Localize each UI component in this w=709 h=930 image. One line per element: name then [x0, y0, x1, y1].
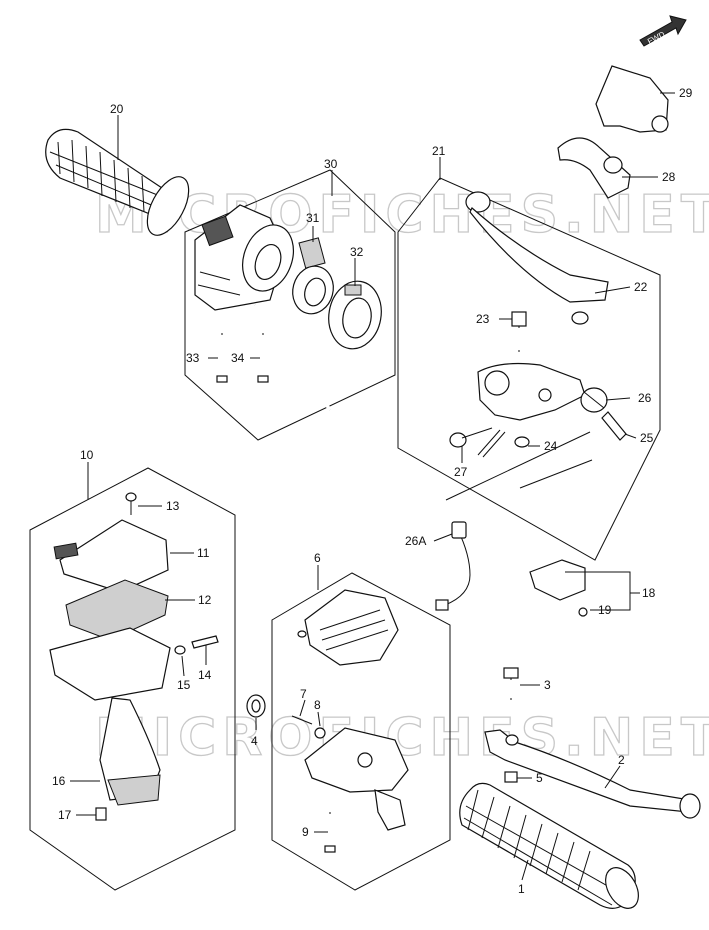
collar-32 [328, 280, 382, 350]
label-27: 27 [454, 465, 468, 479]
label-13: 13 [166, 499, 180, 513]
label-4: 4 [251, 734, 258, 748]
clamp-28 [557, 137, 631, 199]
label-10: 10 [80, 448, 94, 462]
screw-9 [324, 812, 336, 853]
part-labels: 20 30 31 32 33 34 21 29 28 22 23 26 24 2… [52, 86, 693, 896]
label-19: 19 [598, 603, 612, 617]
housing-6 [304, 727, 409, 831]
label-11: 11 [197, 546, 210, 560]
screw-27 [449, 427, 493, 448]
box-6-outline [271, 572, 451, 891]
box-10-outline [29, 467, 236, 891]
lever-22 [465, 191, 609, 325]
label-23: 23 [476, 312, 490, 326]
cable-26a [435, 431, 593, 611]
label-33: 33 [186, 351, 200, 365]
nut-5 [504, 771, 518, 783]
screw-7 [291, 715, 313, 725]
grip-1 [459, 782, 639, 909]
cover-29 [595, 65, 669, 133]
cover-6 [297, 589, 399, 666]
label-3: 3 [544, 678, 551, 692]
gasket-12 [65, 579, 169, 641]
label-16: 16 [52, 774, 66, 788]
label-12: 12 [198, 593, 212, 607]
label-28: 28 [662, 170, 676, 184]
label-26: 26 [638, 391, 652, 405]
washer-8 [314, 727, 326, 739]
grip-20 [45, 128, 190, 236]
label-14: 14 [198, 668, 212, 682]
nut-17 [95, 807, 107, 821]
screw-13 [125, 492, 137, 515]
switch-18 [529, 559, 588, 617]
label-18: 18 [642, 586, 656, 600]
label-2: 2 [618, 753, 625, 767]
label-7: 7 [300, 687, 307, 701]
bolt-14 [191, 635, 219, 649]
label-9: 9 [302, 825, 309, 839]
label-22: 22 [634, 280, 648, 294]
label-34: 34 [231, 351, 245, 365]
box-30-outline [184, 169, 396, 441]
screw-33 [216, 333, 228, 383]
bolt-23 [511, 311, 527, 352]
switch-housing-30 [194, 204, 332, 411]
label-8: 8 [314, 698, 321, 712]
switch-26 [580, 387, 608, 413]
label-17: 17 [58, 808, 72, 822]
label-15: 15 [177, 678, 191, 692]
fwd-arrow-icon: FWD [639, 15, 687, 47]
housing-base [49, 627, 171, 806]
bolt-3 [503, 667, 519, 700]
ring-4 [246, 694, 266, 718]
label-30: 30 [324, 157, 338, 171]
label-31: 31 [306, 211, 320, 225]
label-6: 6 [314, 551, 321, 565]
collar-31 [292, 237, 334, 315]
lever-holder [477, 362, 586, 458]
label-1: 1 [518, 882, 525, 896]
leader-lines [70, 92, 675, 881]
label-21: 21 [432, 144, 446, 158]
cover-11 [53, 519, 169, 593]
label-25: 25 [640, 431, 654, 445]
label-24: 24 [544, 439, 558, 453]
nut-15 [174, 645, 186, 655]
label-29: 29 [679, 86, 693, 100]
label-5: 5 [536, 771, 543, 785]
screw-34 [257, 333, 269, 383]
lever-2 [484, 729, 701, 819]
label-26a: 26A [405, 534, 426, 548]
label-20: 20 [110, 102, 124, 116]
screw-25 [601, 411, 627, 441]
label-32: 32 [350, 245, 364, 259]
